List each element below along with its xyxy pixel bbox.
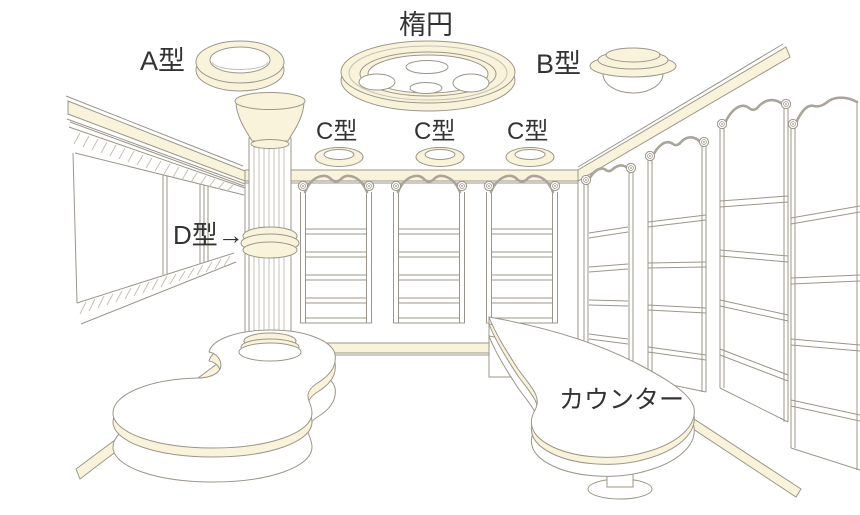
medallion-type-a <box>195 40 285 92</box>
label-counter: カウンター <box>559 386 685 414</box>
column <box>234 92 306 341</box>
column-capital <box>235 102 305 142</box>
left-wall-window <box>66 118 246 325</box>
label-type-d-arrow: D型→ <box>173 220 244 250</box>
column-base <box>238 332 302 362</box>
medallion-type-c-1 <box>314 147 364 167</box>
label-type-c-1: C型 <box>316 118 358 145</box>
right-wall-shelves <box>580 96 860 471</box>
label-type-b: B型 <box>536 49 582 79</box>
display-platform <box>112 329 336 483</box>
medallion-type-b <box>589 47 677 94</box>
back-wall-shelves <box>297 174 561 324</box>
medallion-ellipse <box>340 40 516 112</box>
label-type-a: A型 <box>140 46 186 76</box>
medallion-type-c-2 <box>415 147 465 167</box>
label-type-c-3: C型 <box>507 118 549 145</box>
medallion-type-c-3 <box>505 147 555 167</box>
counter <box>488 316 695 500</box>
label-type-c-2: C型 <box>414 118 456 145</box>
label-ellipse: 楕円 <box>399 10 453 40</box>
column-ring-type-d <box>240 226 300 259</box>
